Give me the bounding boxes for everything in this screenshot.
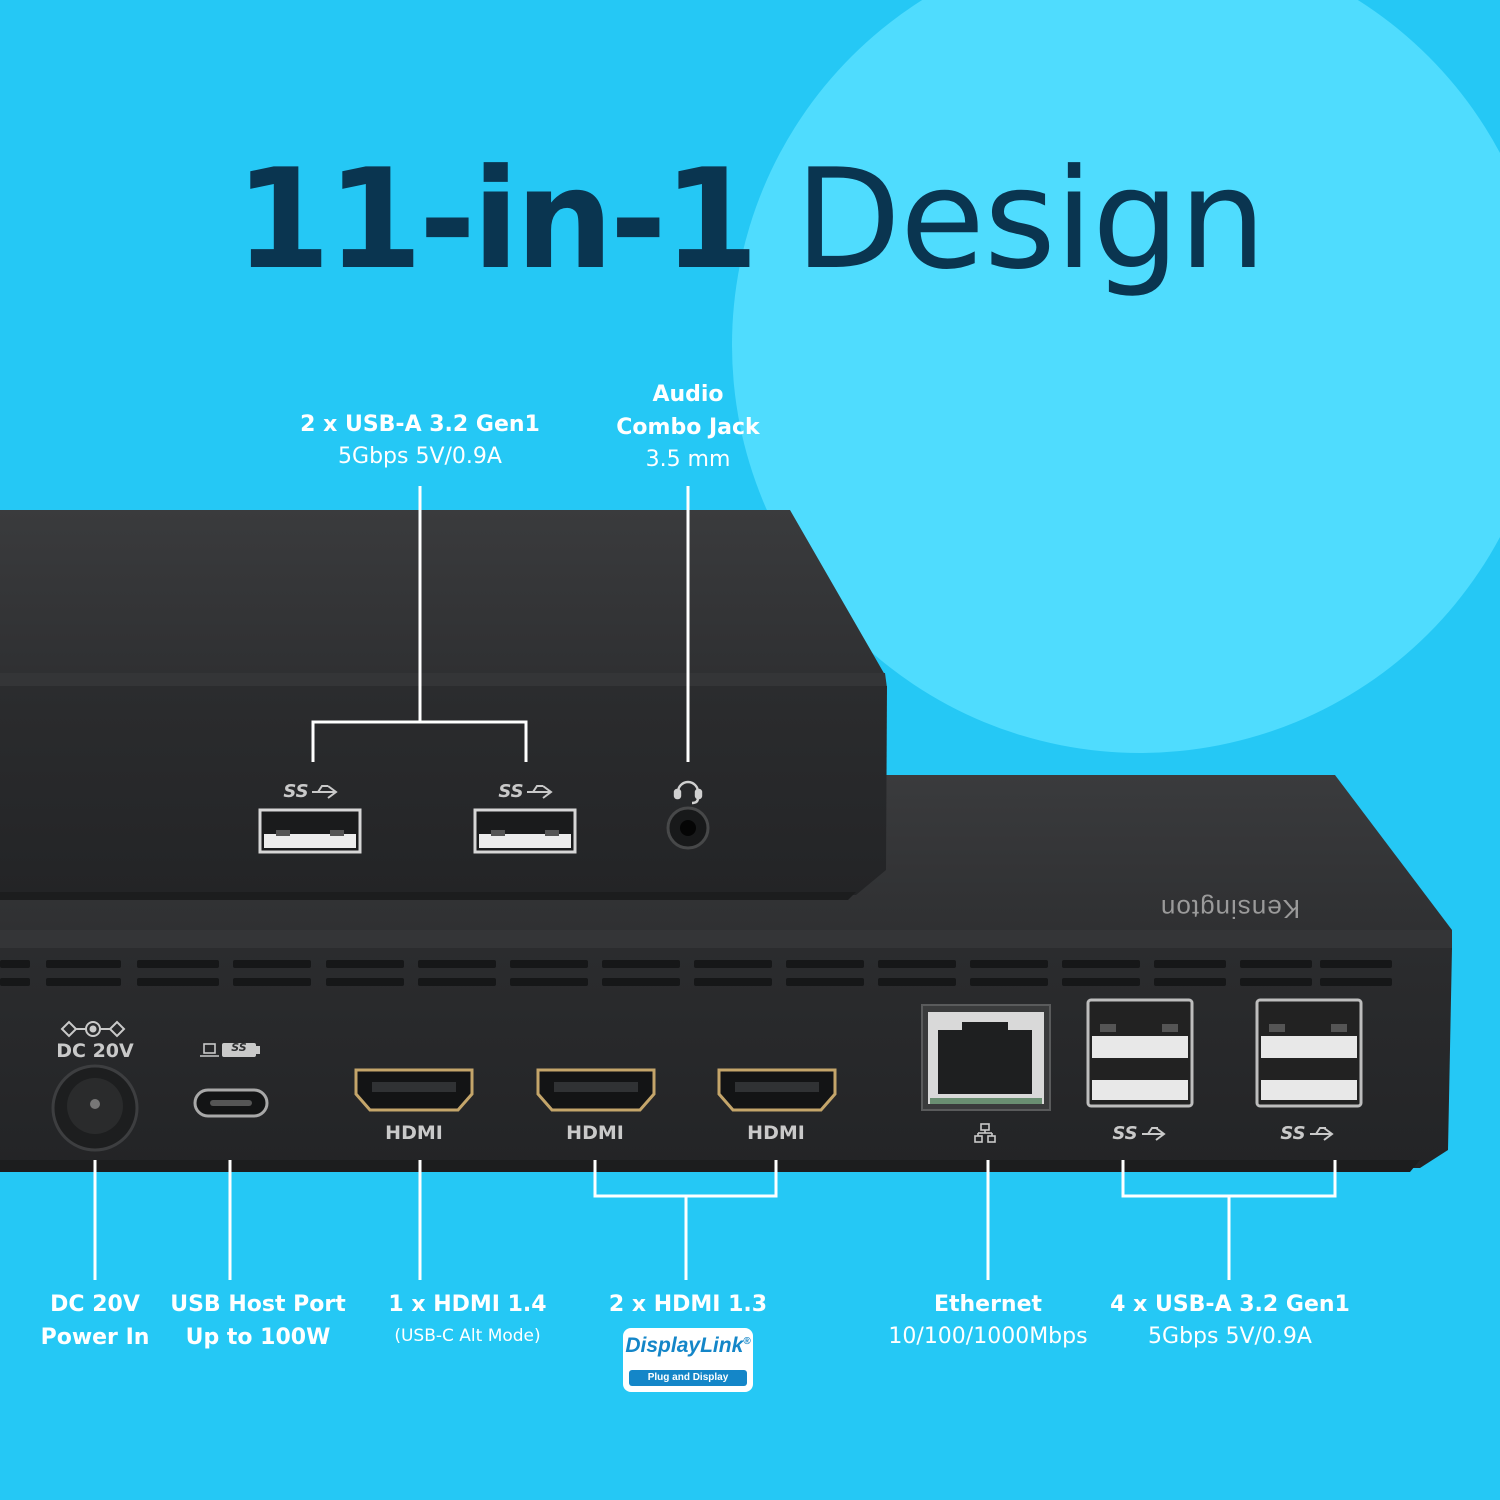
callout-ethernet: Ethernet 10/100/1000Mbps [870, 1288, 1106, 1353]
headset-icon [673, 780, 703, 805]
usb-ss-label: SS [1112, 1123, 1138, 1144]
usb-a-port [258, 808, 362, 854]
displaylink-name: DisplayLink [625, 1334, 744, 1357]
callout-title: Audio [652, 382, 724, 407]
usb-c-port [193, 1088, 269, 1118]
usb-a-stack [1255, 998, 1363, 1108]
hdmi-port-label: HDMI [385, 1122, 443, 1144]
laptop-icon [200, 1043, 219, 1057]
displaylink-badge: DisplayLink® Plug and Display [623, 1328, 753, 1392]
audio-jack [666, 806, 710, 850]
usb-ss-label: SS [1280, 1123, 1306, 1144]
callout-sub: 5Gbps 5V/0.9A [338, 444, 502, 469]
callout-host: USB Host Port Up to 100W [160, 1288, 356, 1354]
callout-dc: DC 20V Power In [20, 1288, 170, 1354]
usb-ss-label: SS [283, 781, 309, 802]
callout-title: USB Host Port [170, 1292, 346, 1317]
ethernet-port [921, 1004, 1051, 1111]
callout-hdmi14: 1 x HDMI 1.4 (USB-C Alt Mode) [370, 1288, 565, 1351]
background-circle [732, 0, 1500, 753]
usb-ss-icon [1142, 1127, 1166, 1141]
callout-title: Up to 100W [185, 1325, 331, 1350]
title-bold: 11-in-1 [234, 139, 759, 300]
callout-sub: 10/100/1000Mbps [888, 1324, 1088, 1349]
callout-usb-top: 2 x USB-A 3.2 Gen1 5Gbps 5V/0.9A [300, 408, 540, 473]
callout-sub: 5Gbps 5V/0.9A [1148, 1324, 1312, 1349]
hdmi-port [354, 1068, 474, 1112]
callout-title: Ethernet [933, 1292, 1043, 1317]
callout-title: 1 x HDMI 1.4 [388, 1292, 547, 1317]
hdmi-port [536, 1068, 656, 1112]
usb-a-stack [1086, 998, 1194, 1108]
usb-ss-icon [527, 785, 553, 799]
network-icon [974, 1123, 996, 1143]
callout-audio: Audio Combo Jack 3.5 mm [598, 378, 778, 476]
hdmi-port [717, 1068, 837, 1112]
hdmi-port-label: HDMI [566, 1122, 624, 1144]
usb-ss-label: SS [231, 1041, 247, 1054]
title-light: Design [794, 139, 1266, 300]
callout-title: DC 20V [50, 1292, 140, 1317]
usb-ss-icon [222, 1043, 260, 1057]
page-title: 11-in-1 Design [0, 140, 1500, 300]
callout-sub: 3.5 mm [645, 447, 731, 472]
callout-lines [93, 486, 1337, 1280]
dc-polarity-icon [60, 1020, 126, 1038]
callout-title: 2 x HDMI 1.3 [608, 1292, 768, 1317]
callout-title: 2 x USB-A 3.2 Gen1 [300, 412, 540, 437]
usb-ss-label: SS [498, 781, 524, 802]
dc-marking: DC 20V [56, 1040, 134, 1062]
displaylink-mark: ® [743, 1336, 751, 1347]
callout-title: Power In [40, 1325, 150, 1350]
usb-ss-icon [1310, 1127, 1334, 1141]
brand-logo: Kensington [1159, 894, 1301, 924]
callout-title: 4 x USB-A 3.2 Gen1 [1110, 1292, 1350, 1317]
dc-jack [51, 1064, 139, 1152]
callout-sub: (USB-C Alt Mode) [394, 1326, 541, 1346]
vent-row [0, 960, 1392, 986]
top-dock [0, 510, 887, 900]
usb-ss-icon [312, 785, 338, 799]
usb-a-port [473, 808, 577, 854]
callout-usb-bottom: 4 x USB-A 3.2 Gen1 5Gbps 5V/0.9A [1105, 1288, 1355, 1353]
hdmi-port-label: HDMI [747, 1122, 805, 1144]
callout-title: Combo Jack [616, 415, 760, 440]
displaylink-logo: DisplayLink® [623, 1334, 753, 1358]
displaylink-tagline: Plug and Display [629, 1370, 747, 1386]
callout-hdmi13: 2 x HDMI 1.3 [588, 1288, 788, 1321]
